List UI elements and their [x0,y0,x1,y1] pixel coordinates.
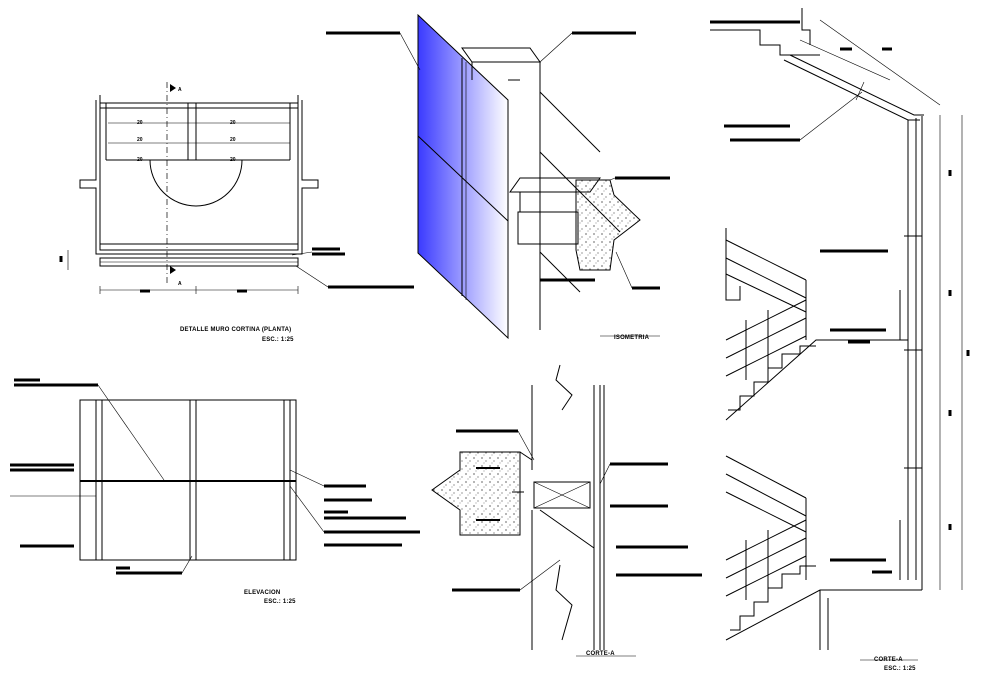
section-a-right-title: CORTE-A [874,657,903,663]
plan-title: DETALLE MURO CORTINA (PLANTA) [180,327,291,333]
plan-num-1: 20 [137,120,143,126]
section-a-right-detail: CORTE-A ESC.: 1:25 [710,8,970,672]
elevation-scale: ESC.: 1:25 [264,599,296,605]
plan-num-2: 20 [137,137,143,143]
elevation-detail: ELEVACION ESC.: 1:25 [10,378,420,605]
section-a-mid-title: CORTE-A [586,651,615,657]
plan-num-3: 20 [137,157,143,163]
section-marker-bottom: A [178,281,182,287]
plan-num-4: 20 [230,120,236,126]
plan-num-5: 20 [230,137,236,143]
isometric-detail: ISOMETRIA [326,13,670,341]
isometric-title: ISOMETRIA [614,335,650,341]
section-marker-top: A [178,87,182,93]
plan-detail: A A 20 20 20 20 20 20 DETALLE MURO CORTI… [59,82,414,343]
section-a-mid-detail: CORTE-A [431,364,702,657]
plan-scale: ESC.: 1:25 [262,337,294,343]
section-a-right-scale: ESC.: 1:25 [884,666,916,672]
plan-num-6: 20 [230,157,236,163]
elevation-title: ELEVACION [244,590,280,596]
